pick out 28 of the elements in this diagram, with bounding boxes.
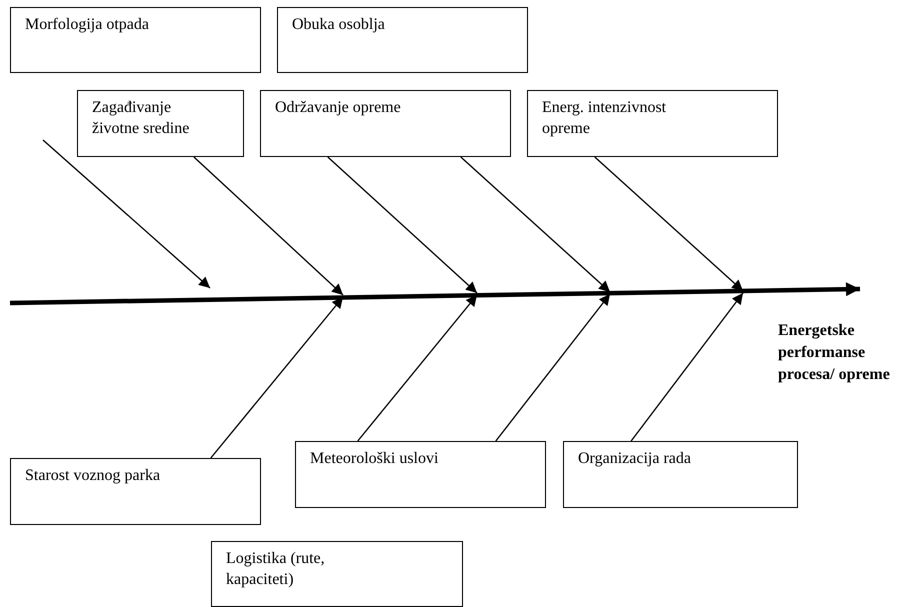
cause-box <box>260 90 511 157</box>
cause-label: Meteorološki uslovi <box>310 449 440 469</box>
cause-label: Energ. intenzivnost opreme <box>542 98 668 139</box>
cause-box <box>211 541 463 607</box>
cause-label: Logistika (rute, kapaciteti) <box>226 549 326 590</box>
arrow <box>630 292 744 442</box>
arrow <box>327 156 478 294</box>
cause-box <box>527 90 778 157</box>
cause-label: Organizacija rada <box>578 449 692 469</box>
arrow <box>357 294 478 442</box>
cause-label: Održavanje opreme <box>275 98 402 118</box>
arrow <box>594 156 744 292</box>
arrow <box>495 294 611 442</box>
cause-box <box>295 441 546 508</box>
cause-box <box>563 441 798 508</box>
cause-box <box>10 458 261 525</box>
cause-label: Morfologija otpada <box>25 15 150 35</box>
cause-box <box>77 90 244 157</box>
effect-label: Energetske performanse procesa/ opreme <box>778 320 910 400</box>
cause-label: Obuka osoblja <box>292 15 386 35</box>
arrow <box>193 156 344 296</box>
cause-box <box>10 7 261 73</box>
cause-label: Starost voznog parka <box>25 466 162 486</box>
arrow <box>460 156 610 292</box>
cause-label: Zagađivanje životne sredine <box>92 98 190 139</box>
arrow <box>210 296 344 458</box>
cause-box <box>277 7 528 73</box>
spine-arrow <box>10 282 860 306</box>
